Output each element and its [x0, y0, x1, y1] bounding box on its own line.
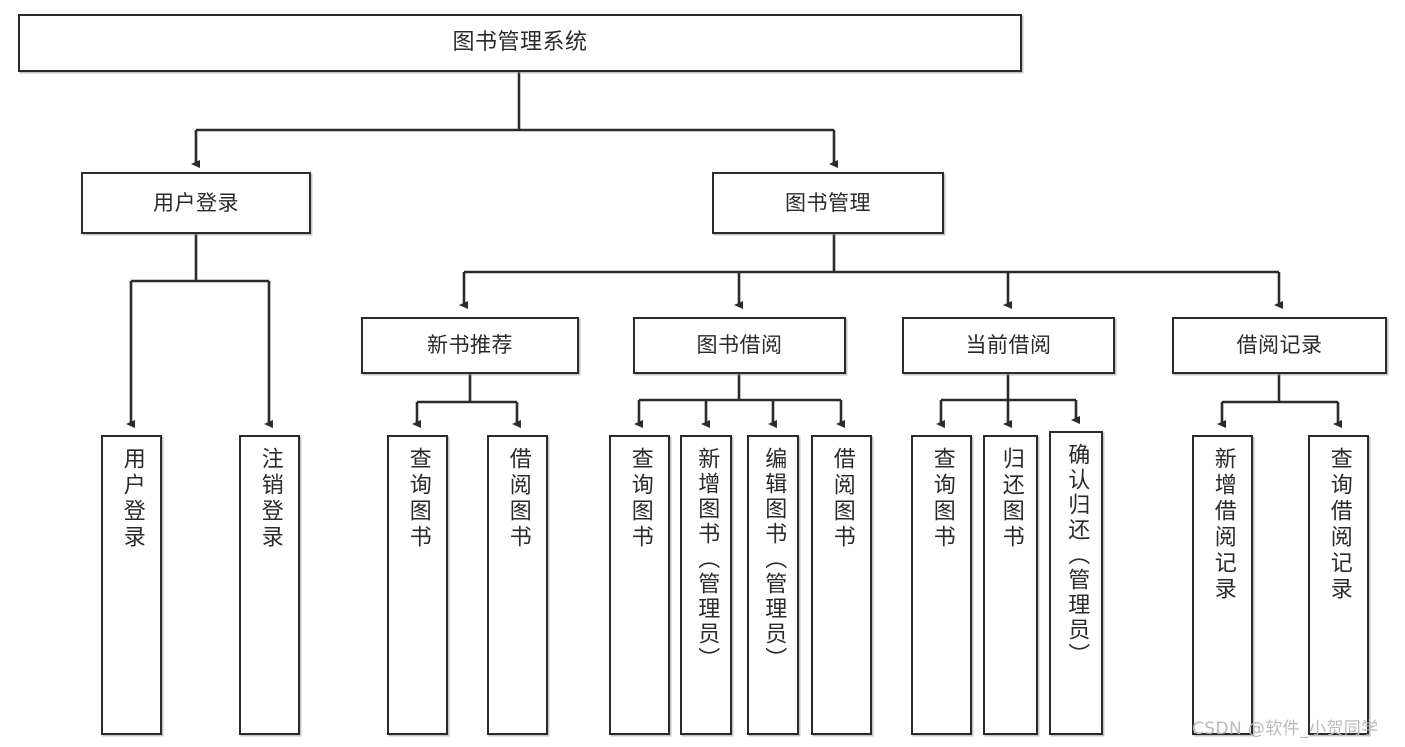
- node-leaf-borrow-book-2-label: 借阅图书: [829, 447, 855, 551]
- node-leaf-query-book-3[interactable]: 查询图书: [911, 435, 972, 735]
- node-leaf-user-login-label: 用户登录: [119, 447, 145, 551]
- node-leaf-add-record-label: 新增借阅记录: [1210, 447, 1236, 603]
- node-leaf-query-book-1-label: 查询图书: [405, 447, 431, 551]
- node-leaf-query-book-3-label: 查询图书: [929, 447, 955, 551]
- node-leaf-return-book-label: 归还图书: [998, 447, 1024, 551]
- node-root[interactable]: 图书管理系统: [18, 14, 1022, 72]
- node-new-book-recommend-label: 新书推荐: [427, 333, 513, 358]
- node-book-borrow-label: 图书借阅: [696, 333, 783, 358]
- node-leaf-query-book-2-label: 查询图书: [627, 447, 653, 551]
- node-leaf-query-record-label: 查询借阅记录: [1326, 447, 1352, 603]
- csdn-watermark: CSDN @软件_小贺同学: [1192, 719, 1379, 739]
- node-root-label: 图书管理系统: [452, 30, 588, 56]
- node-leaf-query-record[interactable]: 查询借阅记录: [1308, 435, 1369, 735]
- node-leaf-user-login[interactable]: 用户登录: [101, 435, 162, 735]
- node-leaf-borrow-book-1[interactable]: 借阅图书: [487, 435, 548, 735]
- node-book-borrow[interactable]: 图书借阅: [633, 317, 846, 374]
- node-leaf-confirm-return-label: 确认归还（管理员）: [1064, 443, 1090, 668]
- node-leaf-add-book-label: 新增图书（管理员）: [694, 447, 720, 672]
- node-leaf-return-book[interactable]: 归还图书: [983, 435, 1038, 735]
- node-leaf-borrow-book-2[interactable]: 借阅图书: [811, 435, 872, 735]
- node-leaf-query-book-2[interactable]: 查询图书: [609, 435, 670, 735]
- node-current-borrow-label: 当前借阅: [965, 333, 1052, 358]
- node-leaf-borrow-book-1-label: 借阅图书: [505, 447, 531, 551]
- node-leaf-query-book-1[interactable]: 查询图书: [387, 435, 448, 735]
- node-borrow-record[interactable]: 借阅记录: [1172, 317, 1387, 374]
- node-leaf-add-record[interactable]: 新增借阅记录: [1192, 435, 1253, 735]
- node-book-manage-label: 图书管理: [785, 190, 871, 215]
- node-user-login-label: 用户登录: [153, 190, 239, 215]
- node-leaf-add-book[interactable]: 新增图书（管理员）: [680, 435, 732, 735]
- node-leaf-confirm-return[interactable]: 确认归还（管理员）: [1049, 431, 1103, 735]
- node-user-login[interactable]: 用户登录: [81, 172, 311, 234]
- node-leaf-edit-book-label: 编辑图书（管理员）: [761, 447, 787, 672]
- node-leaf-logout-label: 注销登录: [257, 447, 283, 551]
- node-current-borrow[interactable]: 当前借阅: [902, 317, 1115, 374]
- node-borrow-record-label: 借阅记录: [1236, 333, 1323, 358]
- node-leaf-logout[interactable]: 注销登录: [239, 435, 300, 735]
- node-leaf-edit-book[interactable]: 编辑图书（管理员）: [747, 435, 799, 735]
- node-book-manage[interactable]: 图书管理: [712, 172, 944, 234]
- node-new-book-recommend[interactable]: 新书推荐: [361, 317, 579, 374]
